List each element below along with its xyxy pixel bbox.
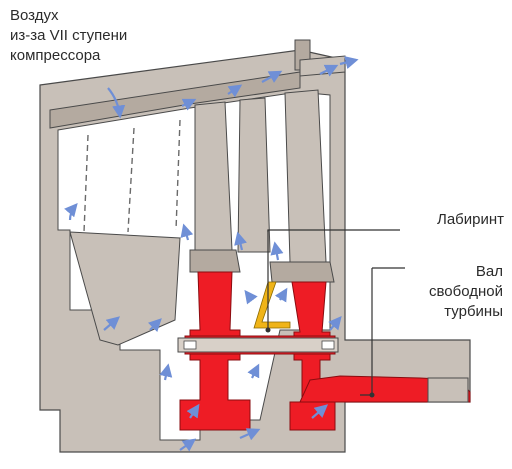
- airflow-arrow-icon: [64, 202, 78, 221]
- leader-dot-shaft: [369, 392, 375, 398]
- shaft-label-line-1: Вал: [475, 263, 503, 280]
- shaft-end: [427, 377, 469, 403]
- blade-rows: [189, 89, 335, 283]
- airflow-arrow-icon: [107, 87, 126, 119]
- labyrinth-label-text: Лабиринт: [436, 211, 504, 228]
- airflow-arrow-icon: [181, 98, 197, 111]
- labyrinth-seal: [253, 281, 291, 329]
- free-turbine-shaft-label: Вал свободной турбины: [429, 262, 503, 322]
- airflow-arrow-icon: [261, 70, 283, 83]
- airflow-arrow-icon: [103, 316, 121, 331]
- airflow-arrow-icon: [244, 289, 258, 305]
- airflow-arrow-icon: [159, 363, 173, 381]
- air-label-line-1: Воздух: [10, 7, 59, 24]
- airflow-arrow-icon: [270, 241, 284, 261]
- dashed-channels: [83, 119, 181, 233]
- airflow-arrows: [64, 56, 359, 452]
- airflow-arrow-icon: [239, 428, 261, 441]
- airflow-arrow-icon: [339, 56, 359, 69]
- airflow-arrow-icon: [147, 318, 162, 333]
- leader-dot-labyrinth: [265, 327, 271, 333]
- airflow-arrow-icon: [186, 403, 200, 419]
- air-label-line-3: компрессора: [10, 47, 101, 64]
- air-label-line-2: из-за VII ступени: [10, 27, 128, 44]
- coupling-bolt: [177, 337, 339, 353]
- airflow-arrow-icon: [311, 404, 329, 419]
- labyrinth-label: Лабиринт: [437, 210, 504, 230]
- combustor-wall: [69, 231, 181, 346]
- airflow-arrow-icon: [319, 64, 339, 77]
- shaft-label-line-3: турбины: [444, 303, 503, 320]
- shaft-label-line-2: свободной: [428, 283, 503, 300]
- airflow-arrow-icon: [274, 287, 288, 303]
- airflow-arrow-icon: [180, 223, 194, 241]
- airflow-arrow-icon: [328, 315, 342, 331]
- air-source-label: Воздух из-за VII ступени компрессора: [10, 6, 127, 66]
- airflow-arrow-icon: [179, 438, 197, 452]
- airflow-arrow-icon: [247, 363, 260, 379]
- airflow-arrow-icon: [234, 231, 247, 251]
- airflow-arrow-icon: [227, 84, 243, 98]
